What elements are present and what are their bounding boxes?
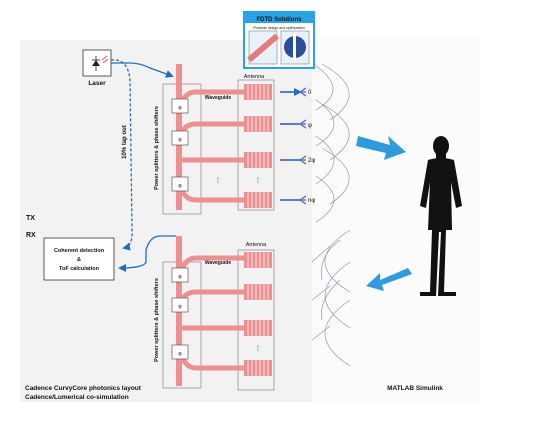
tx-phase-0: 0 [308,90,312,96]
rx-phase-symbol-3: φ [178,351,182,357]
footer-line-2: Cadence/Lumerical co-simulation [25,394,129,401]
fdtd-solutions-box: FDTD Solutions Photonic design and optim… [243,11,315,69]
tx-antenna-grating-4 [244,192,272,208]
tx-antenna-grating-1 [244,84,272,100]
tx-antenna-grating-2 [244,116,272,132]
rx-phase-shifter-2 [171,297,189,313]
tx-antenna-frame [237,79,275,211]
rx-waveguide-label: Waveguide [205,260,231,266]
tx-antenna-label: Antenna [244,74,265,80]
tx-phase-2: 2φ [308,158,315,164]
coherent-detection-box: Coherent detection & ToF calculation [43,237,115,281]
rx-phase-shifter-3 [171,344,189,360]
tx-grating-teeth [247,84,269,208]
tx-photonic-chip: Power splitters & phase shifters Wavegui… [154,64,275,215]
outgoing-beam-arrow [356,136,406,160]
fdtd-subtitle: Photonic design and optimization [253,26,304,30]
laser-label: Laser [88,80,106,87]
rx-phase-symbol-1: φ [178,274,182,280]
rx-phase-symbol-2: φ [178,304,182,310]
matlab-label: MATLAB Simulink [387,385,443,392]
fdtd-title: FDTD Solutions [257,17,303,23]
tx-phase-symbol-2: φ [178,137,182,143]
tx-splitter-label: Power splitters & phase shifters [154,106,160,190]
rx-antenna-grating-4 [244,360,272,376]
laser-box: Laser [82,49,112,87]
coherent-line-1: Coherent detection [54,248,105,254]
tx-wavefronts [315,63,350,223]
tx-antenna-ellipsis: ⋮ [255,178,261,184]
tx-phase-symbol-1: φ [178,105,182,111]
tap-out-connector [110,59,133,251]
tx-phase-1: φ [308,123,312,129]
coherent-line-3: ToF calculation [59,266,100,272]
tx-phase-shifter-3 [171,176,189,192]
coherent-line-2: & [77,257,81,263]
laser-to-tx-connector [111,62,174,78]
tx-emitted-beams [280,87,307,205]
rx-wavefronts [311,229,351,367]
rx-splitter-label: Power splitters & phase shifters [154,278,160,362]
rx-antenna-grating-3 [244,320,272,336]
footer-line-1: Cadence CurvyCore photonics layout [25,385,142,392]
rx-antenna-frame [237,249,275,391]
tx-waveguide-label: Waveguide [205,95,231,101]
rx-antenna-grating-1 [244,252,272,268]
tap-out-label: 10% tap out [122,125,128,159]
layout-panel [20,40,312,402]
tx-phase-shifter-1 [171,98,189,114]
tx-antenna-grating-3 [244,152,272,168]
tx-phase-shifter-2 [171,130,189,146]
rx-to-detection-connector [118,235,176,272]
tx-phase-symbol-3: φ [178,183,182,189]
tx-phase-3: nφ [308,198,315,204]
tx-label: TX [26,215,35,222]
rx-photonic-chip: Power splitters & phase shifters Wavegui… [154,236,275,391]
rx-label: RX [26,232,36,239]
tx-ellipsis: ⋮ [215,178,221,184]
rx-phase-shifter-1 [171,267,189,283]
rx-grating-teeth [247,252,269,376]
rx-antenna-label: Antenna [246,242,267,248]
matlab-panel [302,38,480,402]
pedestrian-target-icon [420,136,462,296]
rx-antenna-ellipsis: ⋮ [255,346,261,352]
return-beam-arrow [366,268,412,291]
rx-antenna-grating-2 [244,284,272,300]
